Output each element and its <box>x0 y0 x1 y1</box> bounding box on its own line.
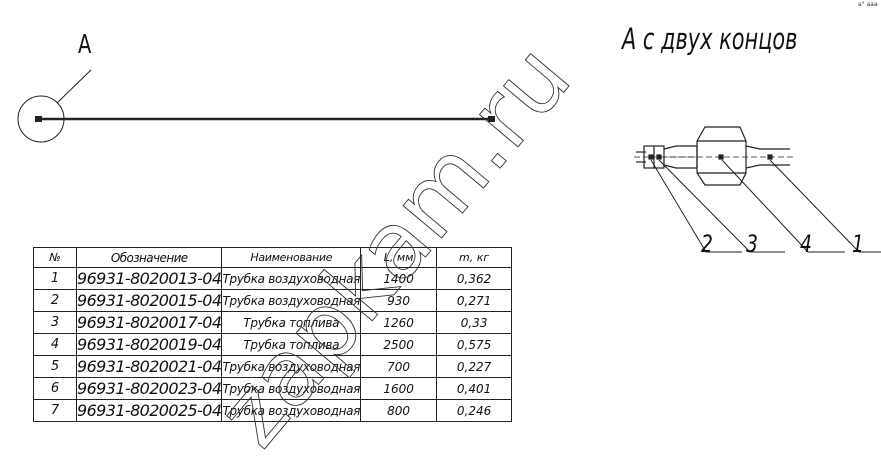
header-no: № <box>33 247 77 268</box>
cell-name: Трубка воздуховодная <box>221 289 362 312</box>
table-row: 7 96931-8020025-04 Трубка воздуховодная … <box>33 399 513 422</box>
cell-name: Трубка воздуховодная <box>221 355 362 378</box>
cell-name: Трубка воздуховодная <box>221 267 362 290</box>
table-row: 1 96931-8020013-04 Трубка воздуховодная … <box>33 267 513 290</box>
callout-2: 2 <box>701 230 713 258</box>
fitting-detail <box>634 126 796 186</box>
cell-no: 6 <box>33 377 77 400</box>
cell-length: 800 <box>360 399 438 422</box>
cell-no: 3 <box>33 311 77 334</box>
table-row: 5 96931-8020021-04 Трубка воздуховодная … <box>33 355 513 378</box>
table-row: 6 96931-8020023-04 Трубка воздуховодная … <box>33 377 513 400</box>
cell-length: 1400 <box>360 267 438 290</box>
callout-1: 1 <box>852 230 864 258</box>
cell-name: Трубка воздуховодная <box>221 399 362 422</box>
cell-mass: 0,246 <box>436 399 513 422</box>
parts-table: № Обозначение Наименование L, мм m, кг 1… <box>33 247 513 422</box>
callout-3: 3 <box>746 230 758 258</box>
cell-length: 2500 <box>360 333 438 356</box>
corner-mark: а° ааа <box>858 1 878 8</box>
callout-4: 4 <box>800 230 812 258</box>
cell-designation: 96931-8020021-04 <box>75 355 223 378</box>
cell-designation: 96931-8020023-04 <box>75 377 223 400</box>
detail-view-title: А с двух концов <box>622 22 798 56</box>
header-mass: m, кг <box>436 247 513 268</box>
cell-designation: 96931-8020017-04 <box>75 311 223 334</box>
cell-name: Трубка топлива <box>221 333 362 356</box>
cell-length: 1600 <box>360 377 438 400</box>
cell-no: 7 <box>33 399 77 422</box>
cell-length: 700 <box>360 355 438 378</box>
cell-mass: 0,227 <box>436 355 513 378</box>
cell-designation: 96931-8020013-04 <box>75 267 223 290</box>
header-length: L, мм <box>360 247 438 268</box>
tube-end-left <box>35 116 42 122</box>
table-row: 4 96931-8020019-04 Трубка топлива 2500 0… <box>33 333 513 356</box>
cell-designation: 96931-8020025-04 <box>75 399 223 422</box>
detail-leader <box>56 69 92 104</box>
cell-mass: 0,271 <box>436 289 513 312</box>
cell-no: 4 <box>33 333 77 356</box>
cell-name: Трубка воздуховодная <box>221 377 362 400</box>
cell-no: 5 <box>33 355 77 378</box>
callout-leaders <box>650 159 881 253</box>
cell-length: 930 <box>360 289 438 312</box>
header-designation: Обозначение <box>75 247 223 268</box>
cell-mass: 0,33 <box>436 311 513 334</box>
cell-length: 1260 <box>360 311 438 334</box>
header-name: Наименование <box>221 247 362 268</box>
table-row: 2 96931-8020015-04 Трубка воздуховодная … <box>33 289 513 312</box>
cell-name: Трубка топлива <box>221 311 362 334</box>
cell-designation: 96931-8020019-04 <box>75 333 223 356</box>
cell-mass: 0,362 <box>436 267 513 290</box>
tube-end-right <box>488 116 495 122</box>
cell-designation: 96931-8020015-04 <box>75 289 223 312</box>
cell-no: 1 <box>33 267 77 290</box>
view-label: А <box>78 30 92 60</box>
table-row: 3 96931-8020017-04 Трубка топлива 1260 0… <box>33 311 513 334</box>
table-header-row: № Обозначение Наименование L, мм m, кг <box>33 247 513 268</box>
cell-mass: 0,401 <box>436 377 513 400</box>
cell-no: 2 <box>33 289 77 312</box>
cell-mass: 0,575 <box>436 333 513 356</box>
